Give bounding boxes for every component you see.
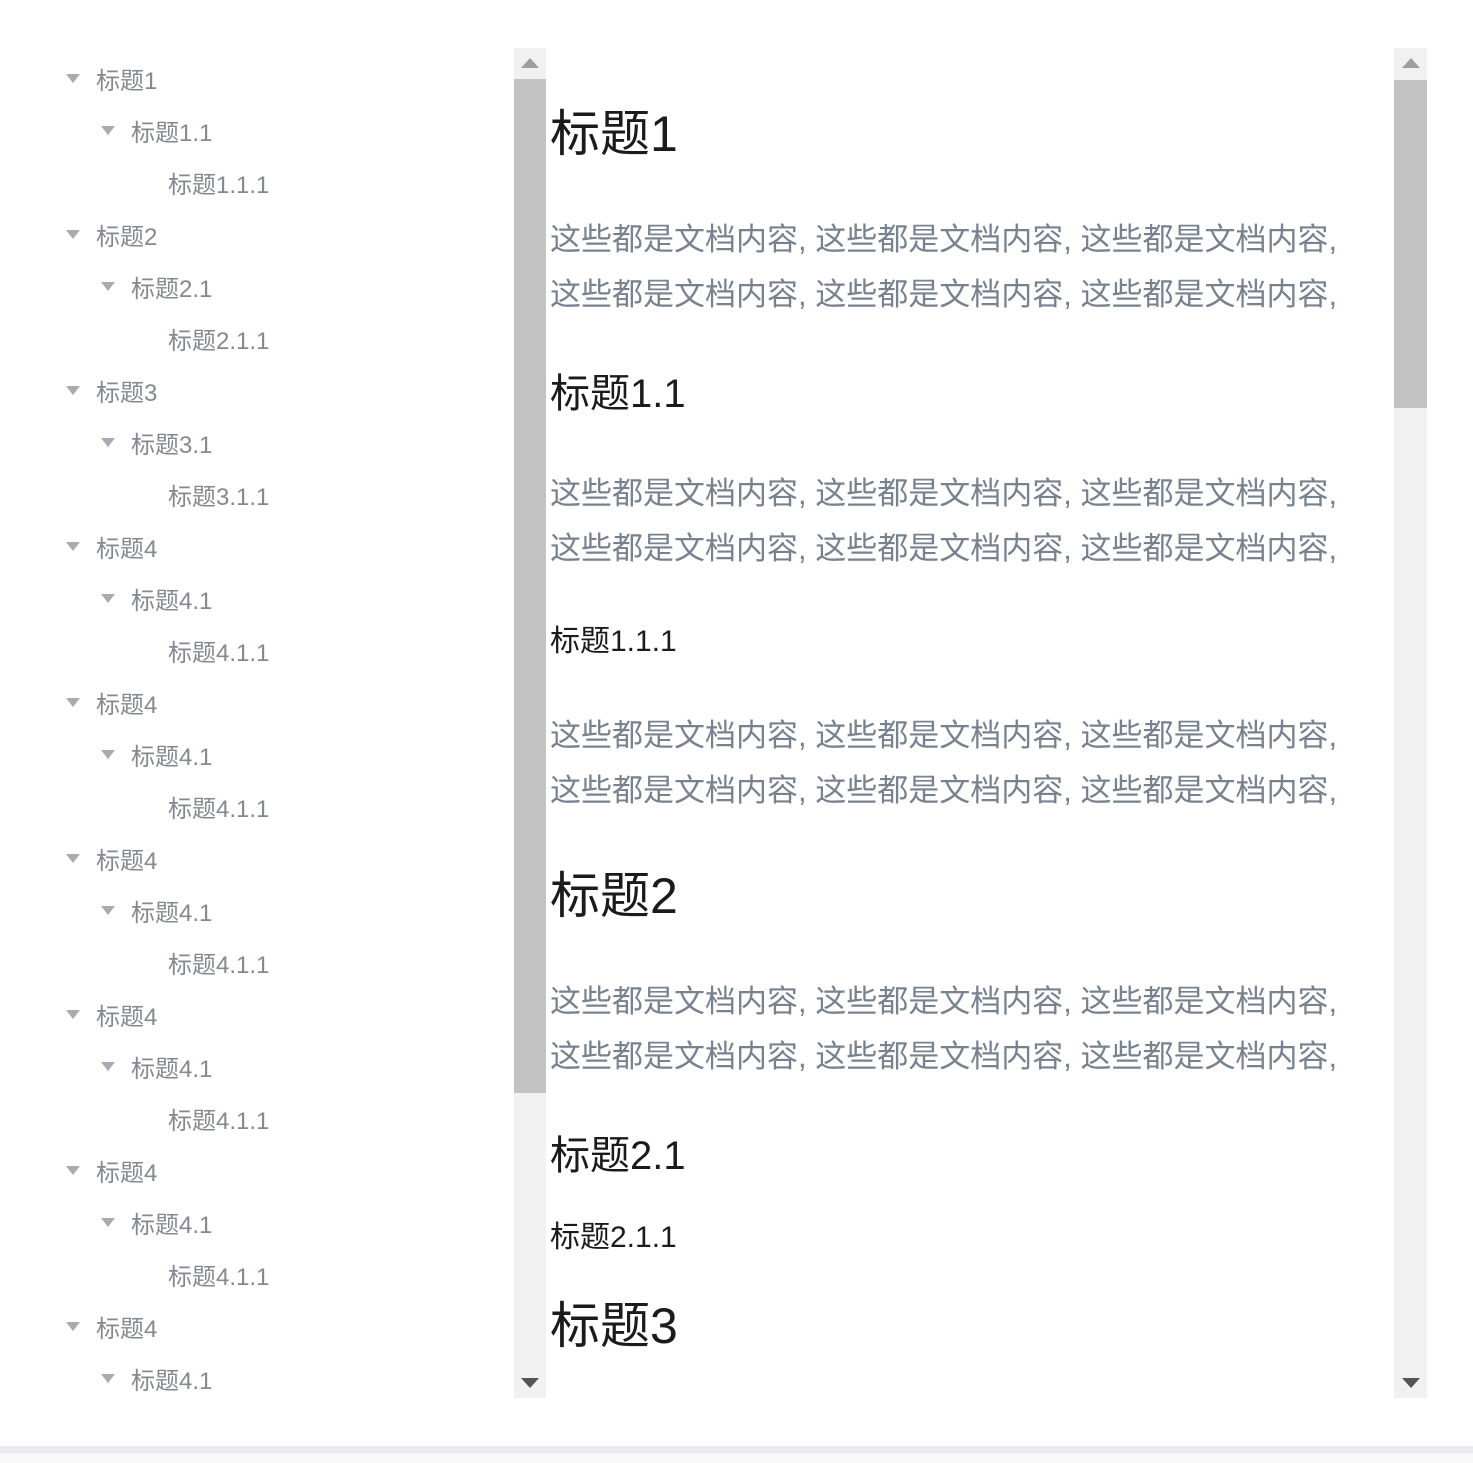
tree-item[interactable]: 标题4.1 — [0, 1040, 514, 1092]
doc-heading-1: 标题3 — [550, 1298, 678, 1354]
tree-item-label: 标题1 — [96, 67, 158, 95]
scroll-down-icon — [521, 1378, 539, 1388]
tree-item-label: 标题3.1 — [131, 431, 213, 459]
caret-down-icon[interactable] — [66, 229, 80, 239]
tree-item-label: 标题4.1.1 — [168, 951, 270, 979]
tree-item[interactable]: 标题2.1 — [0, 260, 514, 312]
scroll-down-button[interactable] — [514, 1368, 546, 1398]
tree-item-label: 标题2 — [96, 223, 158, 251]
caret-down-icon[interactable] — [101, 749, 115, 759]
tree-item[interactable]: 标题4.1 — [0, 1352, 514, 1400]
doc-heading-2: 标题1.1 — [550, 372, 686, 416]
tree-item-label: 标题4 — [96, 1315, 158, 1343]
scroll-up-button[interactable] — [1394, 48, 1427, 78]
tree-item-label: 标题2.1.1 — [168, 327, 270, 355]
caret-down-icon[interactable] — [66, 1165, 80, 1175]
tree-item-label: 标题4.1 — [131, 587, 213, 615]
caret-down-icon[interactable] — [66, 541, 80, 551]
document-scrollbar-thumb[interactable] — [514, 79, 546, 1093]
caret-down-icon[interactable] — [101, 1373, 115, 1383]
tree-item[interactable]: 标题3 — [0, 364, 514, 416]
tree-item[interactable]: 标题4 — [0, 832, 514, 884]
tree-item[interactable]: 标题3.1 — [0, 416, 514, 468]
caret-down-icon[interactable] — [101, 437, 115, 447]
tree-item-label: 标题1.1 — [131, 119, 213, 147]
caret-down-icon[interactable] — [66, 73, 80, 83]
tree-item[interactable]: 标题4.1 — [0, 884, 514, 936]
caret-down-icon[interactable] — [101, 1061, 115, 1071]
page-scrollbar-thumb[interactable] — [1394, 80, 1427, 408]
tree-item[interactable]: 标题4 — [0, 1300, 514, 1352]
caret-down-icon[interactable] — [101, 905, 115, 915]
doc-paragraph: 这些都是文档内容, 这些都是文档内容, 这些都是文档内容, 这些都是文档内容, … — [550, 718, 1338, 808]
tree-item-label: 标题4.1 — [131, 1211, 213, 1239]
tree-item[interactable]: 标题4.1 — [0, 1196, 514, 1248]
tree-item[interactable]: 标题3.1.1 — [0, 468, 514, 520]
tree-item-label: 标题4 — [96, 535, 158, 563]
tree-item[interactable]: 标题2 — [0, 208, 514, 260]
doc-paragraph: 这些都是文档内容, 这些都是文档内容, 这些都是文档内容, 这些都是文档内容, … — [550, 984, 1338, 1074]
tree-item-label: 标题3.1.1 — [168, 483, 270, 511]
caret-down-icon[interactable] — [66, 1321, 80, 1331]
tree-item[interactable]: 标题4 — [0, 676, 514, 728]
page-scrollbar[interactable] — [1394, 48, 1427, 1398]
caret-down-icon[interactable] — [66, 853, 80, 863]
tree-item[interactable]: 标题4 — [0, 520, 514, 572]
tree-item[interactable]: 标题4.1.1 — [0, 1248, 514, 1300]
caret-down-icon[interactable] — [101, 281, 115, 291]
tree-item[interactable]: 标题4.1 — [0, 728, 514, 780]
tree-item[interactable]: 标题4.1.1 — [0, 780, 514, 832]
scroll-up-button[interactable] — [514, 48, 546, 78]
doc-heading-3: 标题1.1.1 — [550, 625, 677, 658]
scroll-down-button[interactable] — [1394, 1368, 1427, 1398]
tree-item-label: 标题4 — [96, 847, 158, 875]
tree-item-label: 标题4 — [96, 691, 158, 719]
tree-item-label: 标题4.1.1 — [168, 1107, 270, 1135]
caret-down-icon[interactable] — [66, 697, 80, 707]
doc-heading-2: 标题2.1 — [550, 1134, 686, 1178]
tree-item-label: 标题4 — [96, 1003, 158, 1031]
tree-item[interactable]: 标题1 — [0, 52, 514, 104]
tree-item-label: 标题4.1.1 — [168, 795, 270, 823]
caret-down-icon[interactable] — [101, 593, 115, 603]
tree-item-label: 标题4.1 — [131, 899, 213, 927]
tree-item-label: 标题2.1 — [131, 275, 213, 303]
tree-item-label: 标题4.1.1 — [168, 639, 270, 667]
tree-item[interactable]: 标题1.1.1 — [0, 156, 514, 208]
tree-item[interactable]: 标题4 — [0, 988, 514, 1040]
scroll-down-icon — [1401, 1378, 1420, 1388]
caret-down-icon[interactable] — [101, 1217, 115, 1227]
tree-item-label: 标题4.1.1 — [168, 1263, 270, 1291]
doc-heading-1: 标题2 — [550, 868, 678, 924]
doc-paragraph: 这些都是文档内容, 这些都是文档内容, 这些都是文档内容, 这些都是文档内容, … — [550, 476, 1338, 566]
doc-heading-3: 标题2.1.1 — [550, 1221, 677, 1254]
tree-item-label: 标题4.1 — [131, 743, 213, 771]
caret-down-icon[interactable] — [66, 385, 80, 395]
document-pane: 标题1 这些都是文档内容, 这些都是文档内容, 这些都是文档内容, 这些都是文档… — [546, 48, 1394, 1398]
tree-item[interactable]: 标题4 — [0, 1144, 514, 1196]
tree-item[interactable]: 标题4.1.1 — [0, 1092, 514, 1144]
tree-item-label: 标题4.1 — [131, 1367, 213, 1395]
doc-paragraph: 这些都是文档内容, 这些都是文档内容, 这些都是文档内容, 这些都是文档内容, … — [550, 222, 1338, 312]
tree-item[interactable]: 标题4.1.1 — [0, 936, 514, 988]
tree-item-label: 标题3 — [96, 379, 158, 407]
tree-item[interactable]: 标题4.1 — [0, 572, 514, 624]
outline-tree: 标题1 标题1.1 标题1.1.1 标题2 标题2.1 标题2.1.1 标题3 … — [0, 0, 514, 1400]
document-scrollbar[interactable] — [514, 48, 546, 1398]
tree-item-label: 标题4.1 — [131, 1055, 213, 1083]
footer-bar — [0, 1446, 1473, 1463]
scroll-up-icon — [521, 58, 539, 68]
doc-heading-1: 标题1 — [550, 106, 678, 162]
tree-item-label: 标题4 — [96, 1159, 158, 1187]
tree-item[interactable]: 标题4.1.1 — [0, 624, 514, 676]
tree-item-label: 标题1.1.1 — [168, 171, 270, 199]
caret-down-icon[interactable] — [101, 125, 115, 135]
tree-item[interactable]: 标题1.1 — [0, 104, 514, 156]
caret-down-icon[interactable] — [66, 1009, 80, 1019]
tree-item[interactable]: 标题2.1.1 — [0, 312, 514, 364]
scroll-up-icon — [1401, 58, 1420, 68]
